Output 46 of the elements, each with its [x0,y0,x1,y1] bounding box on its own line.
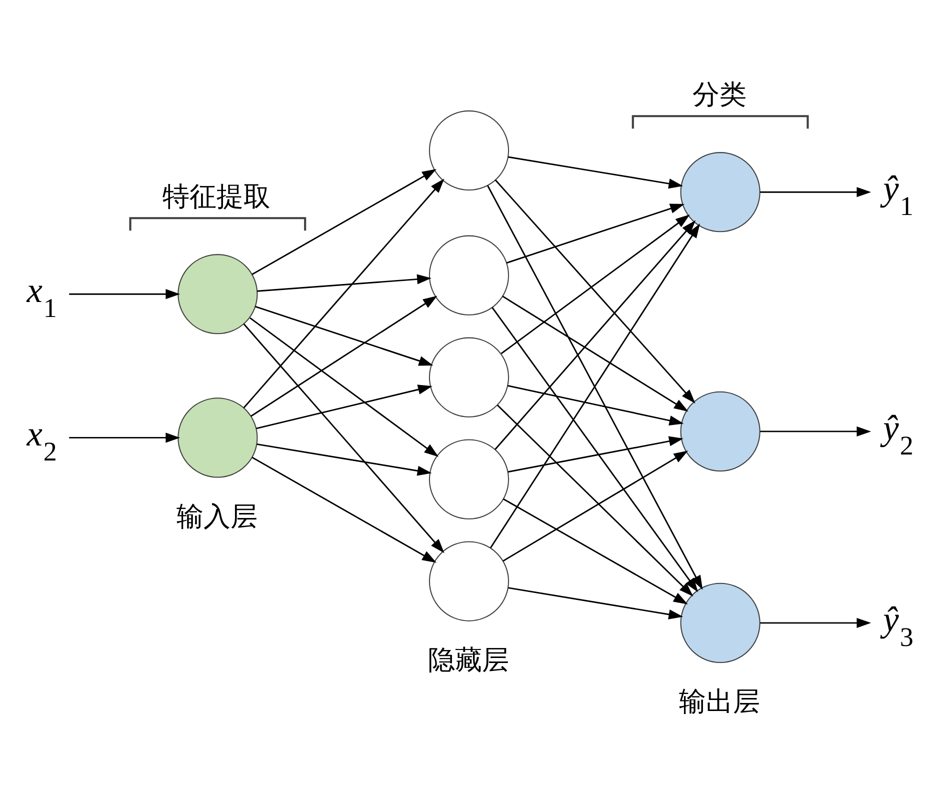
arrow [243,178,444,408]
arrow [250,295,438,416]
arrow [256,442,432,476]
arrow [252,168,436,275]
arrow [760,426,872,436]
arrow [69,432,180,442]
arrow [490,223,700,548]
arrow [255,305,434,366]
arrow [500,214,690,354]
label: 隐藏层 [428,644,509,676]
arrow [508,156,684,188]
node-circle [428,234,510,315]
arrow [502,450,688,562]
arrow [250,316,439,456]
node-circle [680,390,760,472]
node-circle [178,397,258,478]
node-text: x$_{1}$ [26,270,57,323]
node-circle [428,438,510,519]
arrow [496,404,694,596]
arrow [503,498,688,604]
node-circle [178,254,258,334]
label: 输出层 [679,686,760,718]
node-circle [428,110,510,190]
arrow [69,288,180,299]
node-circle [428,540,510,621]
label: 特征提取 [162,180,271,212]
arrow [256,384,432,429]
arrow [243,323,444,553]
node-text: x$_{2}$ [26,413,57,466]
arrow [487,184,703,590]
arrow [760,617,872,628]
arrow [494,179,696,404]
label: 输入层 [176,500,258,532]
arrow [494,220,696,450]
arrow [257,274,432,292]
arrow [508,586,684,619]
node-circle [428,336,510,417]
node-circle [680,152,760,232]
arrow [760,186,872,197]
arrow [502,295,688,412]
arrow [506,203,685,264]
arrow [492,306,698,592]
label: 分类 [692,78,747,110]
arrow [508,384,684,425]
arrow [252,456,436,562]
arrow [508,436,684,472]
